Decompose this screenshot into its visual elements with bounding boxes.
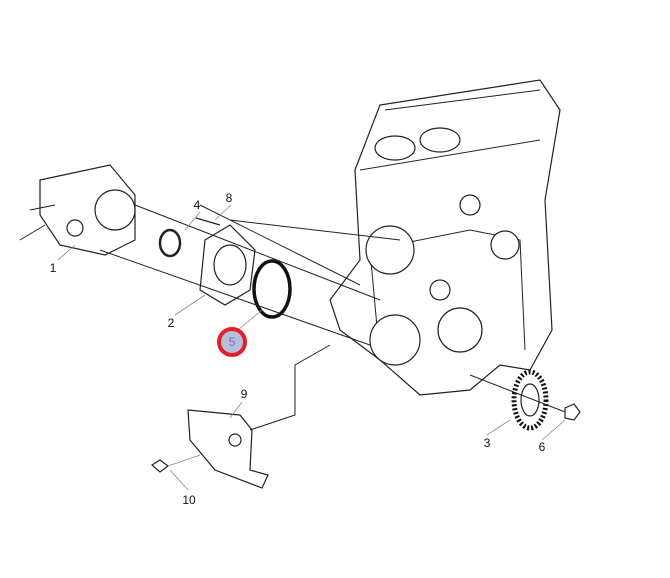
callout-1[interactable]: 1	[49, 261, 57, 275]
nut-part-6	[564, 403, 581, 421]
callout-6[interactable]: 6	[538, 440, 546, 454]
callout-4[interactable]: 4	[193, 198, 201, 212]
callout-10[interactable]: 10	[182, 493, 196, 507]
callout-8[interactable]: 8	[225, 191, 233, 205]
cover-part-9	[187, 409, 269, 489]
o-ring-part-4	[158, 228, 182, 258]
o-ring-part-5	[252, 259, 292, 319]
adapter-plate-part-2	[199, 224, 256, 306]
bolt-part-10	[150, 459, 169, 473]
fuel-pump-part-1	[19, 164, 136, 256]
gear-part-3	[511, 369, 549, 431]
engine-block	[329, 79, 561, 396]
bolt-part-8	[195, 217, 221, 226]
callout-5-highlighted[interactable]: 5	[217, 327, 247, 357]
callout-9[interactable]: 9	[240, 387, 248, 401]
callout-2[interactable]: 2	[167, 316, 175, 330]
leader-lines	[57, 204, 566, 491]
callout-3[interactable]: 3	[483, 436, 491, 450]
